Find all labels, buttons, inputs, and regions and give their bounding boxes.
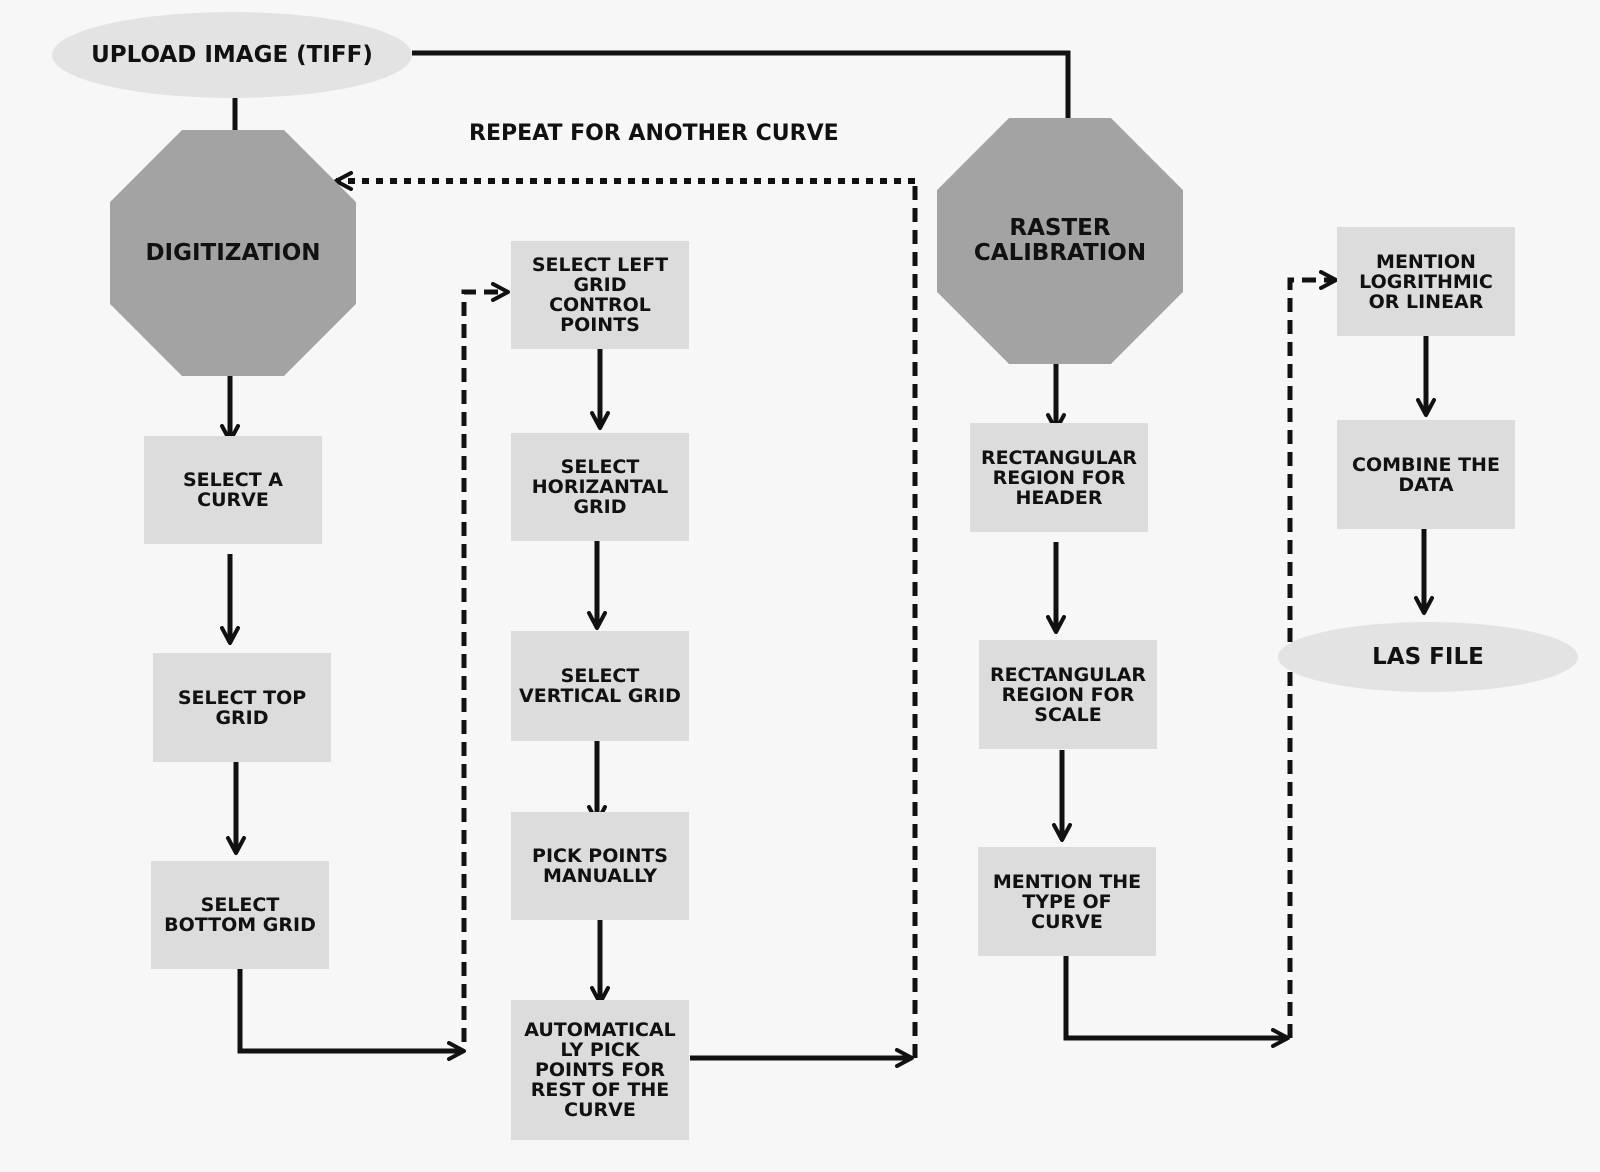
select-bottom-grid-node: SELECT BOTTOM GRID: [151, 861, 329, 969]
select-top-grid-node: SELECT TOP GRID: [153, 653, 331, 762]
dashed-link-to-log-linear: [1287, 270, 1338, 1038]
mention-log-linear-node: MENTION LOGRITHMIC OR LINEAR: [1337, 227, 1515, 336]
digitization-node: DIGITIZATION: [110, 130, 356, 376]
combine-data-node: COMBINE THE DATA: [1337, 420, 1515, 529]
arrow-bottom-grid-to-dashed-link: [237, 964, 466, 1061]
pick-points-manually-node: PICK POINTS MANUALLY: [511, 812, 689, 920]
select-vertical-grid-node: SELECT VERTICAL GRID: [511, 631, 689, 741]
raster-calibration-node: RASTER CALIBRATION: [937, 118, 1183, 364]
dashed-link-to-left-grid: [461, 282, 510, 1042]
repeat-label: REPEAT FOR ANOTHER CURVE: [469, 121, 839, 146]
arrow-upload-to-raster: [412, 50, 1078, 150]
arrow-type-to-dashed-link: [1063, 950, 1290, 1048]
auto-pick-points-node: AUTOMATICAL LY PICK POINTS FOR REST OF T…: [511, 1000, 689, 1140]
upload-image-node: UPLOAD IMAGE (TIFF): [52, 12, 412, 98]
select-curve-node: SELECT A CURVE: [144, 436, 322, 544]
rect-region-header-node: RECTANGULAR REGION FOR HEADER: [970, 423, 1148, 532]
mention-type-curve-node: MENTION THE TYPE OF CURVE: [978, 847, 1156, 956]
rect-region-scale-node: RECTANGULAR REGION FOR SCALE: [979, 640, 1157, 749]
select-horizontal-grid-node: SELECT HORIZANTAL GRID: [511, 433, 689, 541]
select-left-grid-node: SELECT LEFT GRID CONTROL POINTS: [511, 241, 689, 349]
las-file-node: LAS FILE: [1278, 622, 1578, 692]
